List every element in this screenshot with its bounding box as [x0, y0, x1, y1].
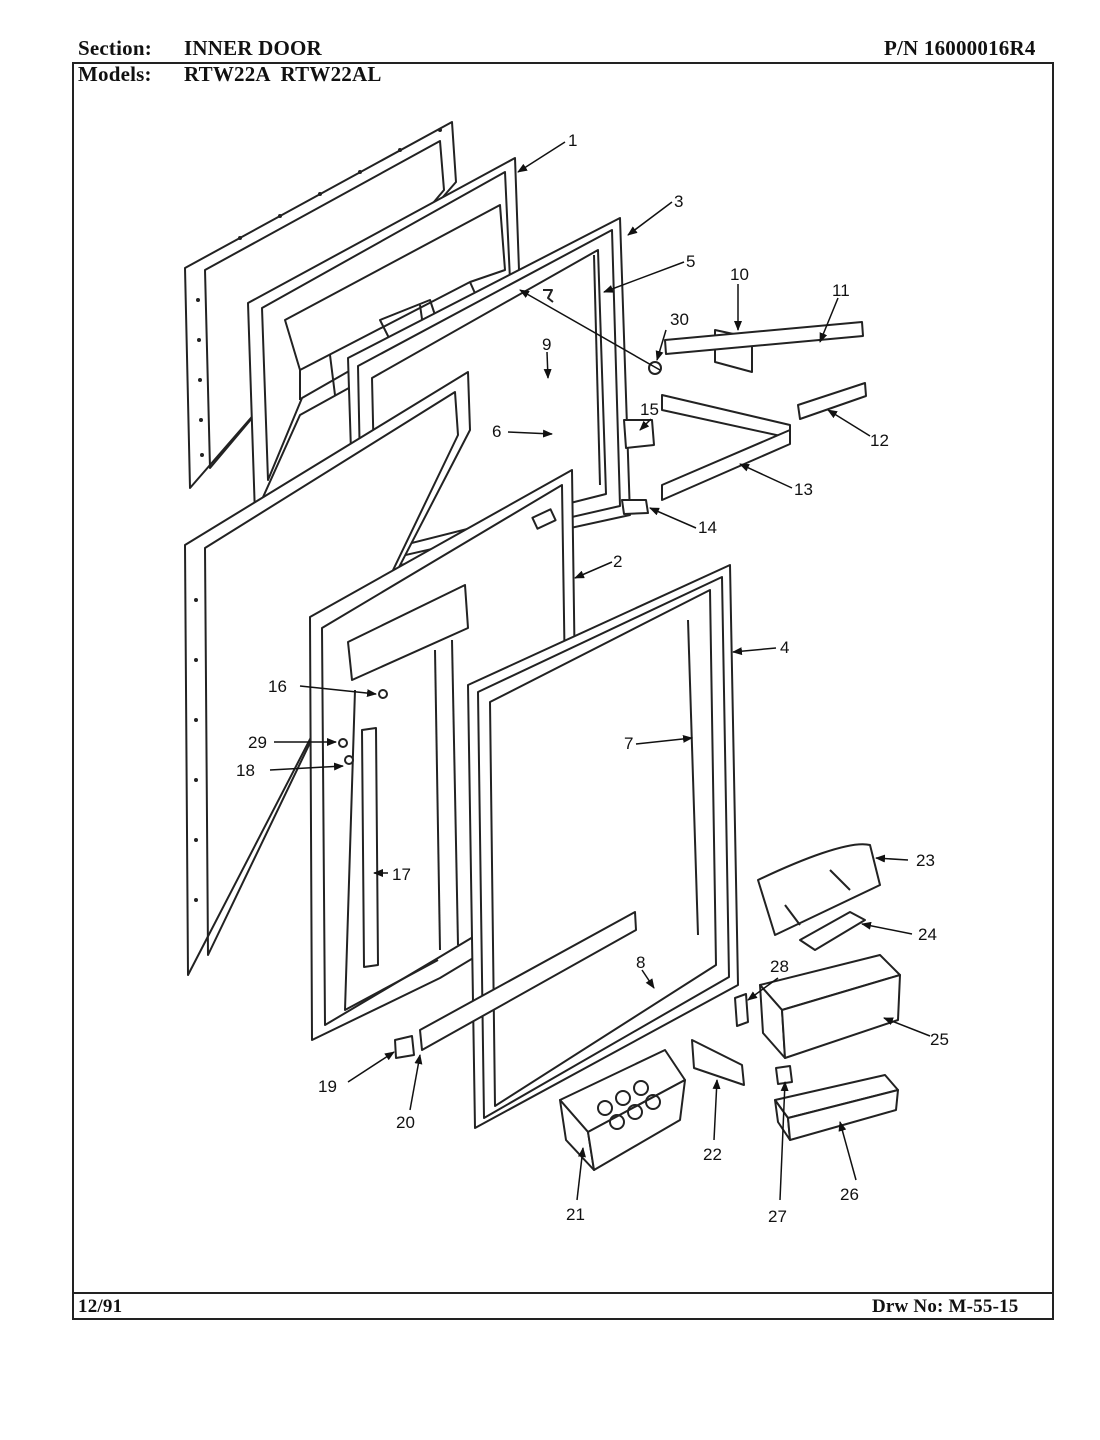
callout-13: 13: [794, 480, 813, 499]
part-28-clip: [734, 993, 749, 1027]
door-bin-25: [759, 954, 901, 1059]
drawing-date: 12/91: [78, 1296, 123, 1317]
part-29-screw: [338, 738, 348, 748]
callout-11: 11: [832, 281, 850, 300]
drawing-frame: [72, 62, 1054, 1320]
part-24-tray: [799, 911, 866, 951]
callout-5: 5: [686, 252, 695, 271]
part-18-screw: [344, 755, 354, 765]
callout-20: 20: [396, 1113, 415, 1132]
callout-8: 8: [636, 953, 645, 972]
door-strip-17: [361, 727, 379, 968]
door-bin-26: [774, 1074, 899, 1141]
callout-27: 27: [768, 1207, 787, 1226]
part-13-rail: [661, 429, 791, 501]
callout-14: 14: [698, 518, 717, 537]
callout-7: 7: [624, 734, 633, 753]
part-19-cap: [394, 1035, 415, 1059]
drawing-number: Drw No: M-55-15: [872, 1296, 1019, 1317]
dairy-door: [757, 843, 881, 936]
callout-25: 25: [930, 1030, 949, 1049]
part-14-end-cap: [621, 499, 649, 515]
part-number: P/N 16000016R4: [884, 36, 1036, 60]
callout-26: 26: [840, 1185, 859, 1204]
shelf-bar-20: [419, 911, 637, 1051]
callout-15: 15: [640, 400, 659, 419]
part-27-clip: [775, 1065, 793, 1085]
part-16-screw: [378, 689, 388, 699]
part-9-clip: [543, 289, 554, 303]
callout-19: 19: [318, 1077, 337, 1096]
callout-23: 23: [916, 851, 935, 870]
callout-28: 28: [770, 957, 789, 976]
callout-9: 9: [542, 335, 551, 354]
part-11-rail: [664, 321, 864, 355]
callout-4: 4: [780, 638, 789, 657]
callout-30: 30: [670, 310, 689, 329]
callout-18: 18: [236, 761, 255, 780]
callout-21: 21: [566, 1205, 585, 1224]
section-value: INNER DOOR: [184, 36, 322, 60]
callout-6: 6: [492, 422, 501, 441]
callout-24: 24: [918, 925, 937, 944]
callout-17: 17: [392, 865, 411, 884]
part-15-cap: [623, 419, 655, 449]
callout-22: 22: [703, 1145, 722, 1164]
callout-1: 1: [568, 131, 577, 150]
models-label: Models:: [78, 62, 152, 86]
section-label: Section:: [78, 36, 152, 60]
callout-3: 3: [674, 192, 683, 211]
models-value: RTW22A RTW22AL: [184, 62, 382, 86]
part-22-bracket: [691, 1039, 745, 1086]
callout-12: 12: [870, 431, 889, 450]
callout-16: 16: [268, 677, 287, 696]
callout-2: 2: [613, 552, 622, 571]
callout-19-29: 29: [248, 733, 267, 752]
footer-divider: [72, 1292, 1054, 1294]
part-12-trim: [797, 382, 867, 420]
callout-10: 10: [730, 265, 749, 284]
part-12-rail: [661, 394, 791, 439]
